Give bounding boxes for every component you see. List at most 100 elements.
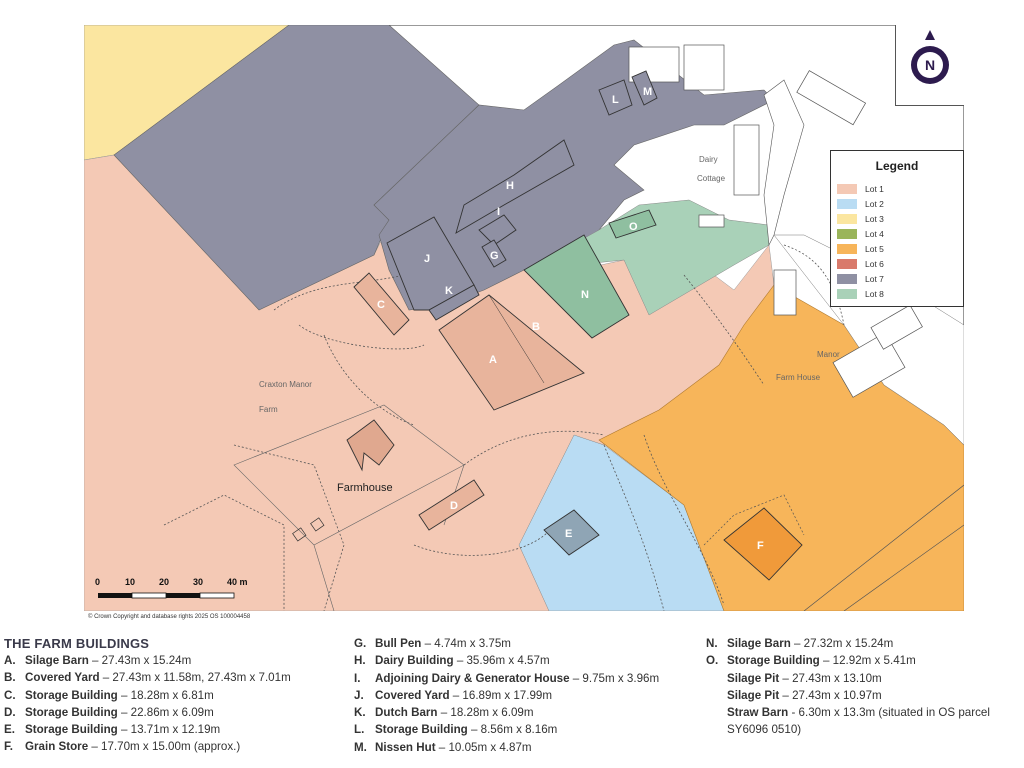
building-key: B. — [4, 671, 16, 685]
scale-tick-10: 10 — [125, 577, 135, 587]
copyright-notice: © Crown Copyright and database rights 20… — [88, 614, 251, 620]
building-o — [608, 209, 657, 239]
legend-item: Lot 5 — [837, 241, 963, 256]
legend-item: Lot 1 — [837, 181, 963, 196]
building-key: L. — [354, 723, 365, 737]
building-dims: – 18.28m x 6.09m — [437, 706, 534, 720]
building-name: Storage Building — [25, 688, 118, 702]
building-entry: M.Nissen Hut – 10.05m x 4.87m — [354, 739, 704, 756]
label-m: M — [643, 86, 652, 98]
legend-item: Lot 4 — [837, 226, 963, 241]
building-e — [543, 509, 600, 556]
building-a-b — [438, 294, 585, 411]
label-l: L — [612, 94, 619, 106]
building-name: Silage Pit — [727, 688, 780, 702]
building-outline — [796, 70, 867, 126]
legend-label: Lot 7 — [865, 273, 884, 284]
legend-label: Lot 2 — [865, 198, 884, 209]
building-key: G. — [354, 637, 367, 650]
building-dims: – 18.28m x 6.81m — [117, 688, 214, 702]
building-entry: K.Dutch Barn – 18.28m x 6.09m — [354, 704, 704, 721]
legend-item: Lot 2 — [837, 196, 963, 211]
building-dims: – 10.05m x 4.87m — [435, 740, 532, 754]
scale-segment — [98, 593, 132, 598]
scale-bar: 0 10 20 30 40 m — [95, 577, 248, 599]
scale-segment — [166, 593, 200, 598]
building-entry: I.Adjoining Dairy & Generator House – 9.… — [354, 670, 704, 687]
label-d: D — [450, 500, 458, 512]
label-n: N — [581, 289, 589, 301]
building-h — [455, 139, 575, 234]
building-dims: – 4.74m x 3.75m — [421, 637, 511, 650]
building-n — [523, 234, 630, 339]
building-key: O. — [706, 654, 719, 668]
building-entry: J.Covered Yard – 16.89m x 17.99m — [354, 687, 704, 704]
track-dotted — [273, 274, 425, 426]
scale-tick-0: 0 — [95, 577, 100, 587]
building-key: A. — [4, 654, 16, 667]
legend-label: Lot 4 — [865, 228, 884, 239]
building-entry: A.Silage Barn – 27.43m x 15.24m — [4, 652, 349, 669]
scale-tick-20: 20 — [159, 577, 169, 587]
building-entry: Straw Barn - 6.30m x 13.3m (situated in … — [706, 704, 1024, 721]
building-c — [353, 272, 410, 336]
building-dims: – 13.71m x 12.19m — [117, 723, 221, 737]
building-outline — [870, 304, 923, 350]
building-key: D. — [4, 705, 16, 719]
dairy-cottage-label-2: Cottage — [697, 174, 726, 183]
legend-label: Lot 8 — [865, 288, 884, 299]
label-c: C — [377, 299, 385, 311]
legend-swatch — [837, 288, 857, 299]
building-outline — [698, 214, 725, 228]
building-dims: - 6.30m x 13.3m (situated in OS parcel — [788, 706, 990, 720]
building-entry: SY6096 0510) — [706, 721, 1024, 738]
building-key: E. — [4, 723, 15, 737]
label-b: B — [532, 321, 540, 333]
building-name: Straw Barn — [727, 706, 789, 720]
building-name: Silage Barn — [25, 654, 89, 667]
building-entry: Silage Pit – 27.43m x 13.10m — [706, 670, 1024, 687]
building-f — [723, 507, 803, 581]
legend-swatch — [837, 183, 857, 194]
building-entry: D.Storage Building – 22.86m x 6.09m — [4, 704, 349, 721]
building-outline — [773, 269, 797, 316]
building-dims: SY6096 0510) — [727, 723, 802, 737]
building-dims: – 22.86m x 6.09m — [117, 705, 214, 719]
label-j: J — [424, 253, 430, 265]
legend-label: Lot 5 — [865, 243, 884, 254]
field-boundary — [803, 484, 964, 611]
legend-swatch — [837, 213, 857, 224]
building-key: C. — [4, 688, 16, 702]
north-arrow-icon: N — [911, 30, 949, 84]
building-dims: – 35.96m x 4.57m — [453, 654, 550, 668]
compass-inner-circle — [917, 52, 943, 78]
building-entry: G.Bull Pen – 4.74m x 3.75m — [354, 635, 704, 652]
building-a-b-divider — [488, 294, 545, 384]
legend-swatch — [837, 258, 857, 269]
building-dims: – 27.43m x 11.58m, 27.43m x 7.01m — [99, 671, 291, 685]
legend-item: Lot 8 — [837, 286, 963, 301]
site-map: A B C D E F G H I J K L M N O Dairy Cott… — [84, 25, 964, 611]
building-outline — [683, 44, 725, 91]
building-entry: C. Storage Building – 18.28m x 6.81m — [4, 687, 349, 704]
legend-swatch — [837, 228, 857, 239]
farmhouse-building — [346, 419, 395, 472]
small-structure — [310, 517, 325, 532]
track-dotted — [163, 444, 345, 611]
lot-8-area — [523, 199, 770, 316]
north-pointer — [925, 30, 935, 40]
building-d — [418, 479, 485, 531]
building-name: Dutch Barn — [375, 706, 438, 720]
farmhouse-label: Farmhouse — [337, 482, 393, 494]
building-dims: – 17.70m x 15.00m (approx.) — [88, 740, 241, 754]
track-dotted — [603, 244, 845, 611]
building-l — [598, 79, 633, 116]
building-key: J. — [354, 688, 364, 702]
legend-label: Lot 3 — [865, 213, 884, 224]
label-h: H — [506, 180, 514, 192]
scale-segment — [199, 592, 235, 599]
building-g — [481, 239, 507, 268]
